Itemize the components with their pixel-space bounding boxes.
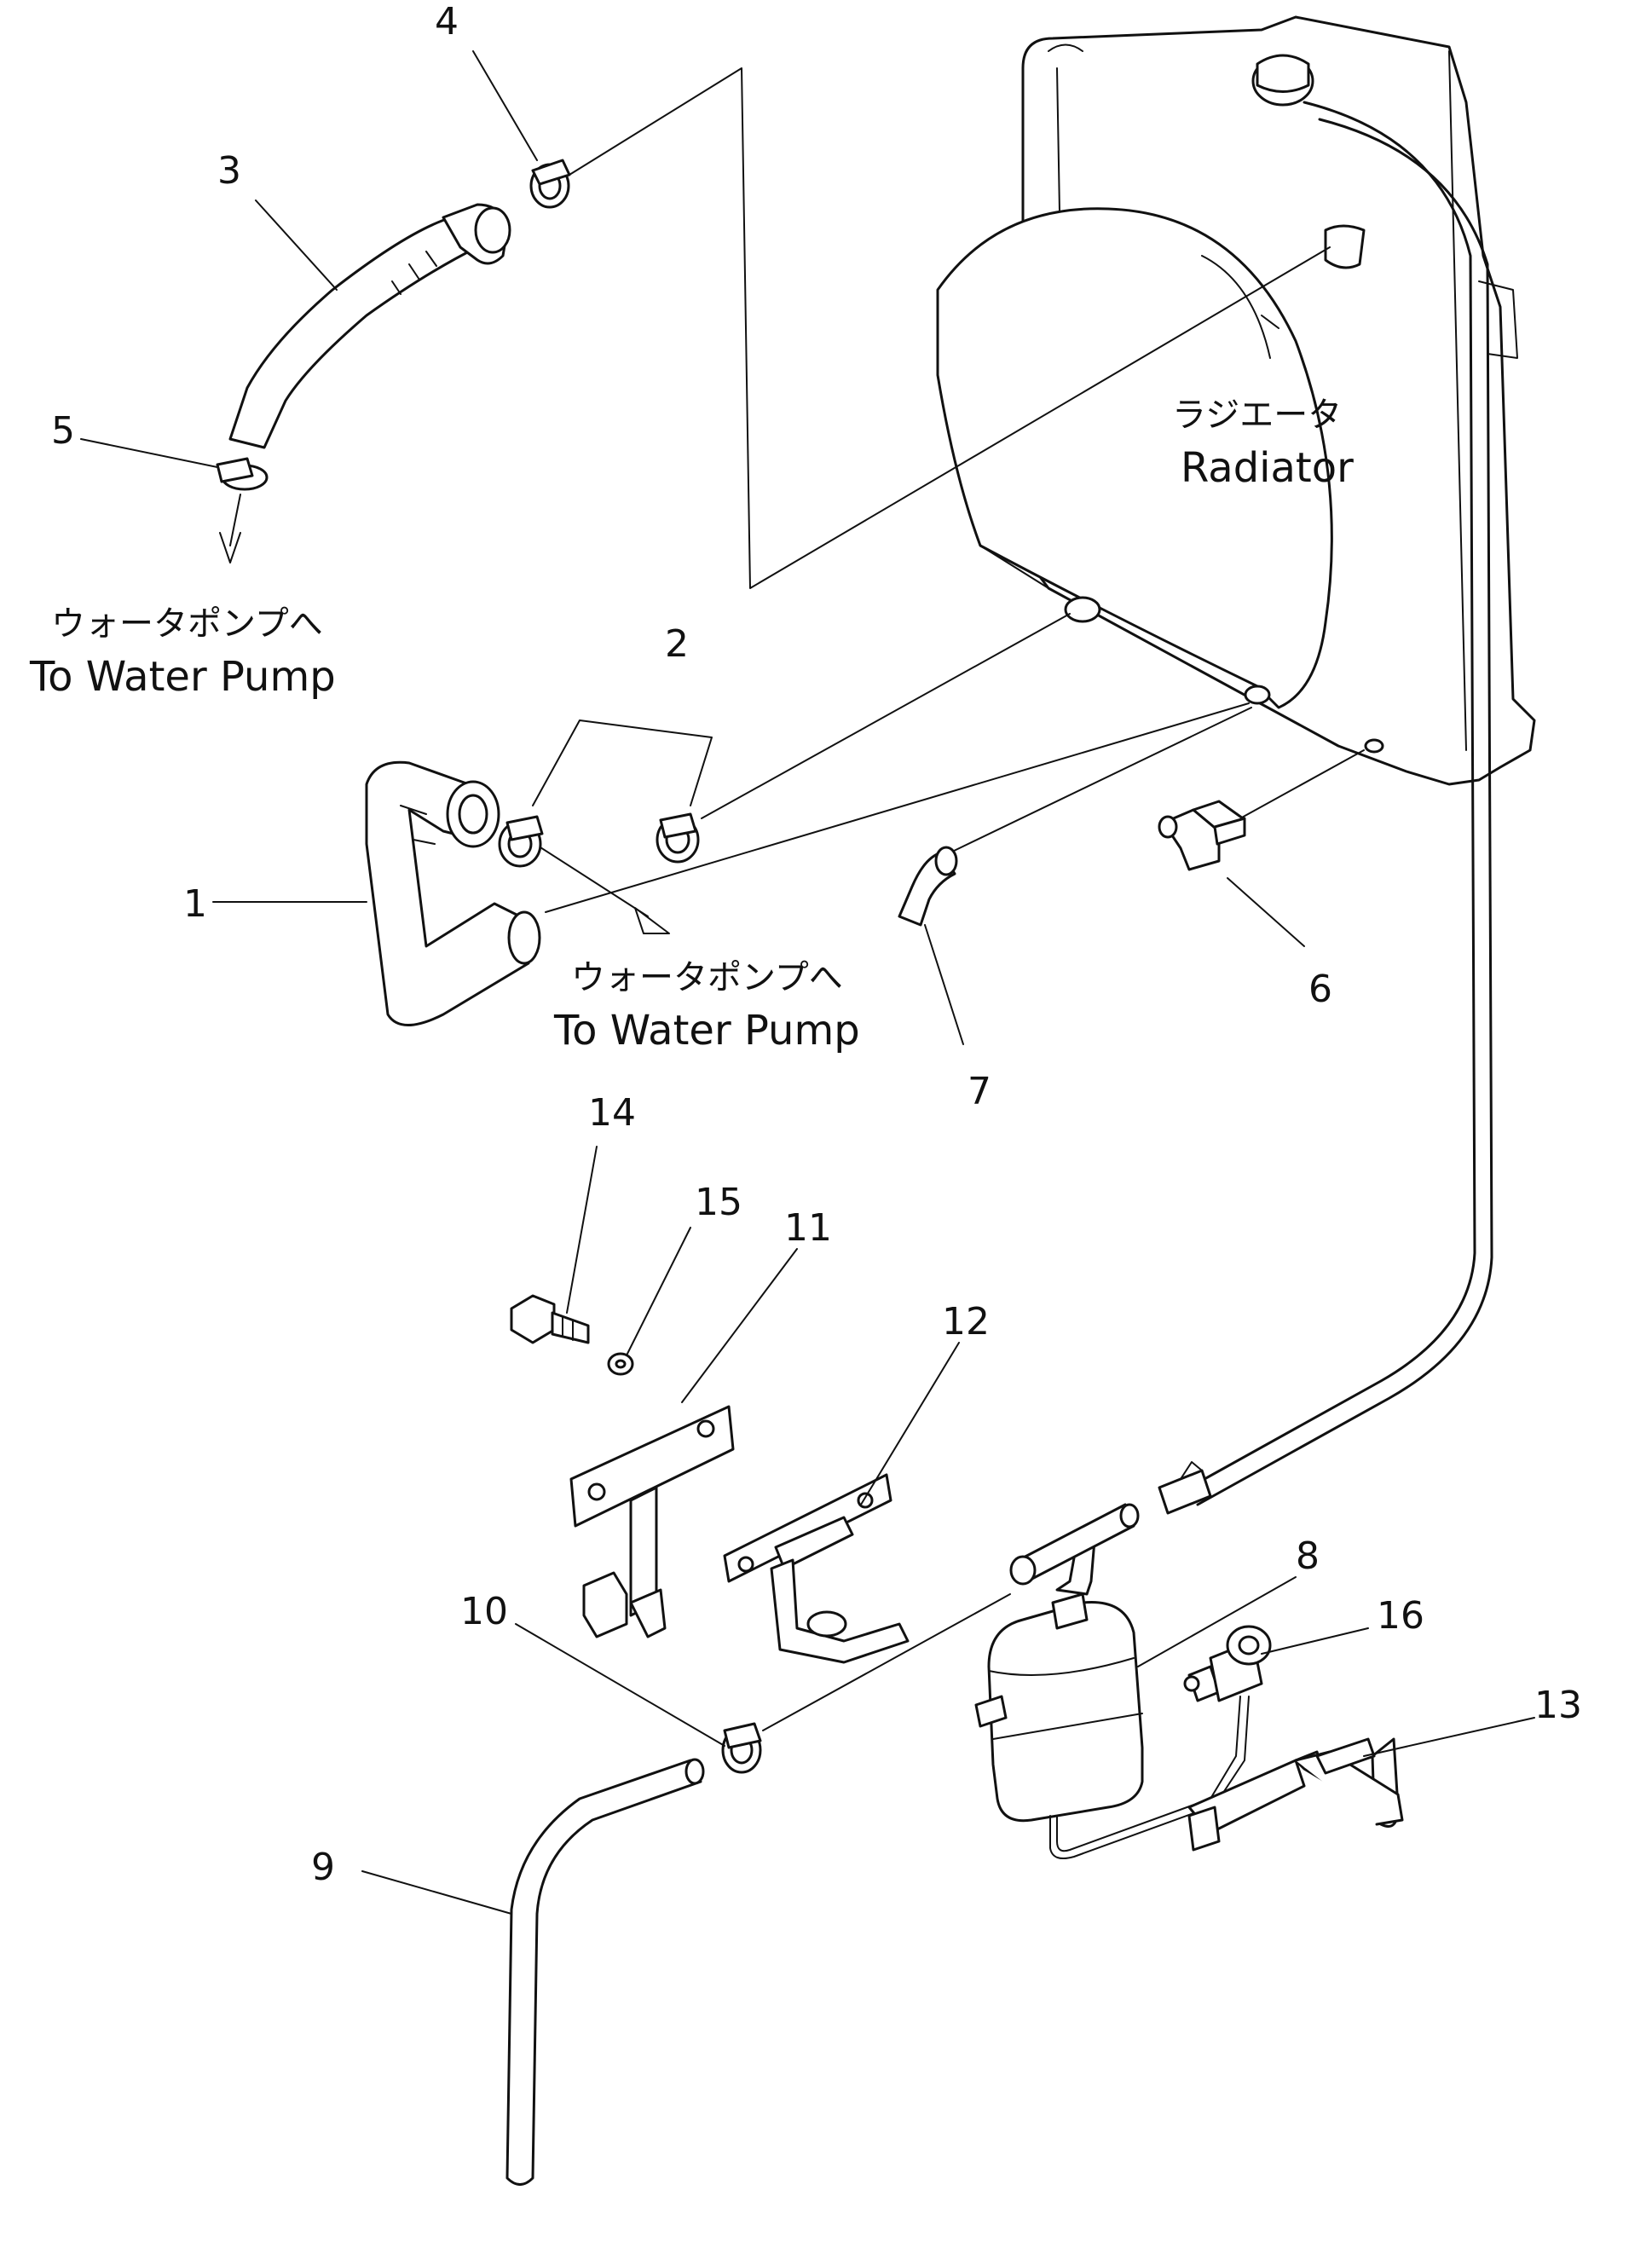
callout-9: 9 — [311, 1846, 335, 1889]
callout-6: 6 — [1308, 968, 1332, 1011]
callout-3: 3 — [217, 149, 241, 193]
bracket-12 — [723, 1473, 910, 1664]
elbow-fitting-6 — [1158, 800, 1246, 871]
clamps-2 — [498, 719, 713, 868]
bracket-13 — [1187, 1737, 1404, 1852]
water-pump-upper-label-jp: ウォータポンプへ — [51, 604, 323, 644]
elbow-hose-7 — [898, 846, 958, 927]
water-pump-lower-label-jp: ウォータポンプへ — [571, 958, 843, 997]
bolt-14 — [510, 1294, 590, 1344]
callout-7: 7 — [968, 1070, 991, 1113]
upper-hose-3 — [228, 203, 511, 449]
callout-10: 10 — [460, 1590, 508, 1633]
callout-4: 4 — [435, 0, 459, 43]
callout-12: 12 — [942, 1300, 990, 1343]
callout-14: 14 — [588, 1091, 636, 1135]
callout-16: 16 — [1377, 1594, 1424, 1638]
lower-hose-1 — [365, 760, 541, 1026]
water-pump-lower-label-en: To Water Pump — [553, 1007, 860, 1055]
callout-2: 2 — [665, 622, 689, 666]
radiator-label-en: Radiator — [1181, 444, 1354, 492]
overflow-tube — [1158, 101, 1493, 1515]
level-switch-16 — [1183, 1625, 1272, 1702]
reserve-tank-8 — [974, 1503, 1250, 1859]
leader-lines — [219, 67, 1365, 1731]
callout-11: 11 — [784, 1206, 832, 1250]
callout-8: 8 — [1296, 1534, 1320, 1578]
clamp-10 — [721, 1722, 762, 1774]
water-pump-upper-label-en: To Water Pump — [29, 653, 336, 701]
clamp-5 — [216, 457, 269, 491]
overflow-hose-9 — [505, 1758, 705, 2186]
callout-5: 5 — [51, 409, 75, 453]
radiator — [936, 15, 1536, 786]
washer-15 — [607, 1352, 634, 1376]
callout-1: 1 — [183, 882, 207, 926]
radiator-label-jp: ラジエータ — [1172, 396, 1342, 435]
callout-leaders — [80, 50, 1535, 1915]
bracket-11 — [569, 1405, 735, 1638]
callout-13: 13 — [1534, 1684, 1582, 1727]
callout-15: 15 — [695, 1181, 742, 1224]
clamp-4 — [529, 159, 571, 209]
